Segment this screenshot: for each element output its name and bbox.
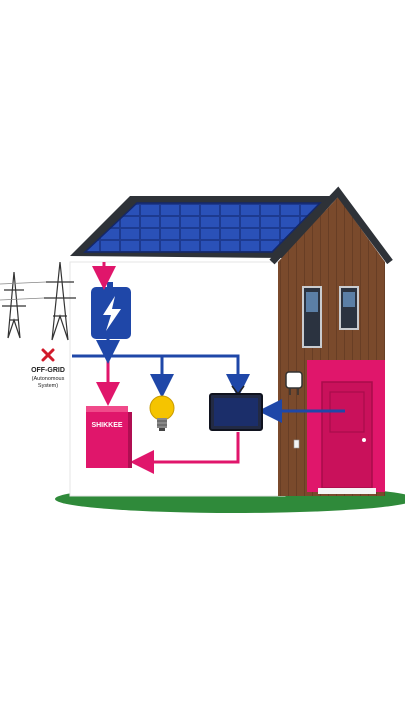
autonomous-label-2: System) — [38, 383, 58, 389]
storage-box: SHIKKEE — [86, 406, 132, 468]
light-bulb-icon — [149, 395, 175, 431]
blue-distribution-line — [72, 354, 250, 398]
off-grid-label: OFF-GRID — [31, 367, 65, 374]
television-icon — [209, 385, 263, 431]
cross-icon — [41, 348, 55, 362]
battery-icon — [91, 282, 131, 339]
gable-trim — [269, 186, 393, 265]
flow-tv-to-box — [130, 432, 240, 474]
wall-socket-icon — [285, 371, 303, 449]
solar-panel — [83, 202, 322, 253]
autonomous-label-1: (Autonomous — [32, 376, 65, 382]
box-brand-label: SHIKKEE — [91, 422, 122, 429]
power-pylon-icon — [0, 261, 76, 341]
